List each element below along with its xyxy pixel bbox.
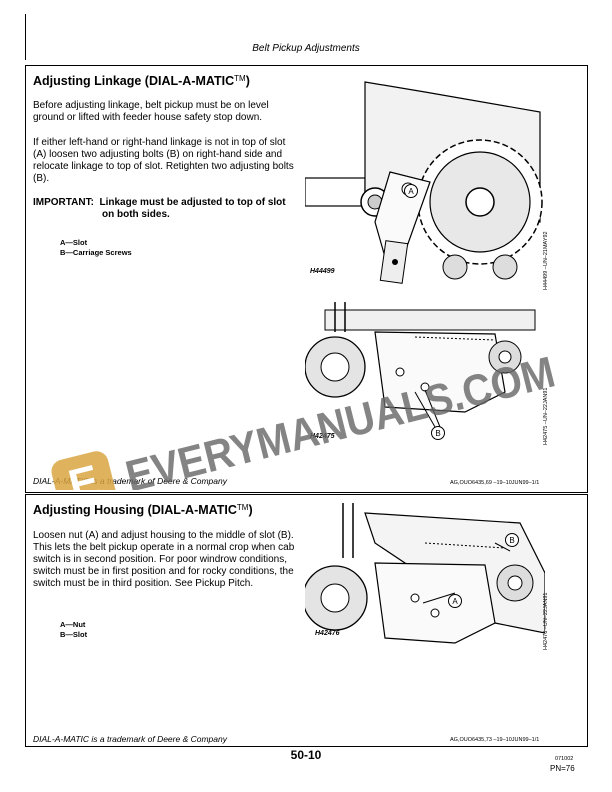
section1-legend: A—Slot B—Carriage Screws <box>60 238 132 258</box>
svg-text:B: B <box>509 536 514 545</box>
section-linkage <box>25 65 588 493</box>
section2-legend: A—Nut B—Slot <box>60 620 87 640</box>
section1-title: Adjusting Linkage (DIAL-A-MATICTM) <box>33 74 250 88</box>
fig1-code: H44499 –UN–21MAY92 <box>543 231 549 290</box>
section2-docref: AG,OUO6435,73 –19–10JUN99–1/1 <box>450 737 540 743</box>
legend-item: B—Slot <box>60 630 88 639</box>
fig2-label: H42475 <box>310 433 335 440</box>
section-housing <box>25 494 588 747</box>
callout-b-fig2: B <box>431 426 445 440</box>
section1-footnote: DIAL-A-MATIC is a trademark of Deere & C… <box>33 476 227 486</box>
page-header-title: Belt Pickup Adjustments <box>252 43 360 54</box>
fig3-code: H42476 –UN–22JAN91 <box>543 592 549 650</box>
svg-text:A: A <box>452 597 458 606</box>
footer-pn: PN=76 <box>550 764 575 773</box>
section1-docref: AG,OUO6435,69 –19–10JUN99–1/1 <box>450 480 540 486</box>
legend-item: B—Carriage Screws <box>60 248 132 257</box>
section1-para1: Before adjusting linkage, belt pickup mu… <box>33 100 269 123</box>
callout-b-fig3: B <box>505 533 519 547</box>
figure-carriage-screws <box>305 302 536 428</box>
svg-text:EVERYMANUALS.COM: EVERYMANUALS.COM <box>121 348 560 490</box>
svg-text:A: A <box>408 187 414 196</box>
page-number: 50-10 <box>290 748 322 762</box>
legend-item: A—Slot <box>60 238 88 247</box>
section2-para1: Loosen nut (A) and adjust housing to the… <box>33 530 295 589</box>
figure-housing-nut <box>305 503 545 644</box>
fig1-label: H44499 <box>310 268 335 275</box>
section2-footnote: DIAL-A-MATIC is a trademark of Deere & C… <box>33 734 227 744</box>
callout-a-fig1: A <box>404 184 418 198</box>
header-rule <box>25 14 26 60</box>
legend-item: A—Nut <box>60 620 86 629</box>
fig3-label: H42476 <box>315 630 340 637</box>
callout-a-fig3: A <box>448 594 462 608</box>
figure-linkage-sprocket <box>305 81 543 284</box>
important-note: IMPORTANT: Linkage must be adjusted to t… <box>33 197 286 220</box>
footer-code: 071002 <box>555 756 574 762</box>
section2-title: Adjusting Housing (DIAL-A-MATICTM) <box>33 503 253 517</box>
section1-para2: If either left-hand or right-hand linkag… <box>33 137 294 184</box>
everymanuals-watermark: E EVERYMANUALS.COM <box>51 348 560 490</box>
svg-text:B: B <box>435 429 440 438</box>
